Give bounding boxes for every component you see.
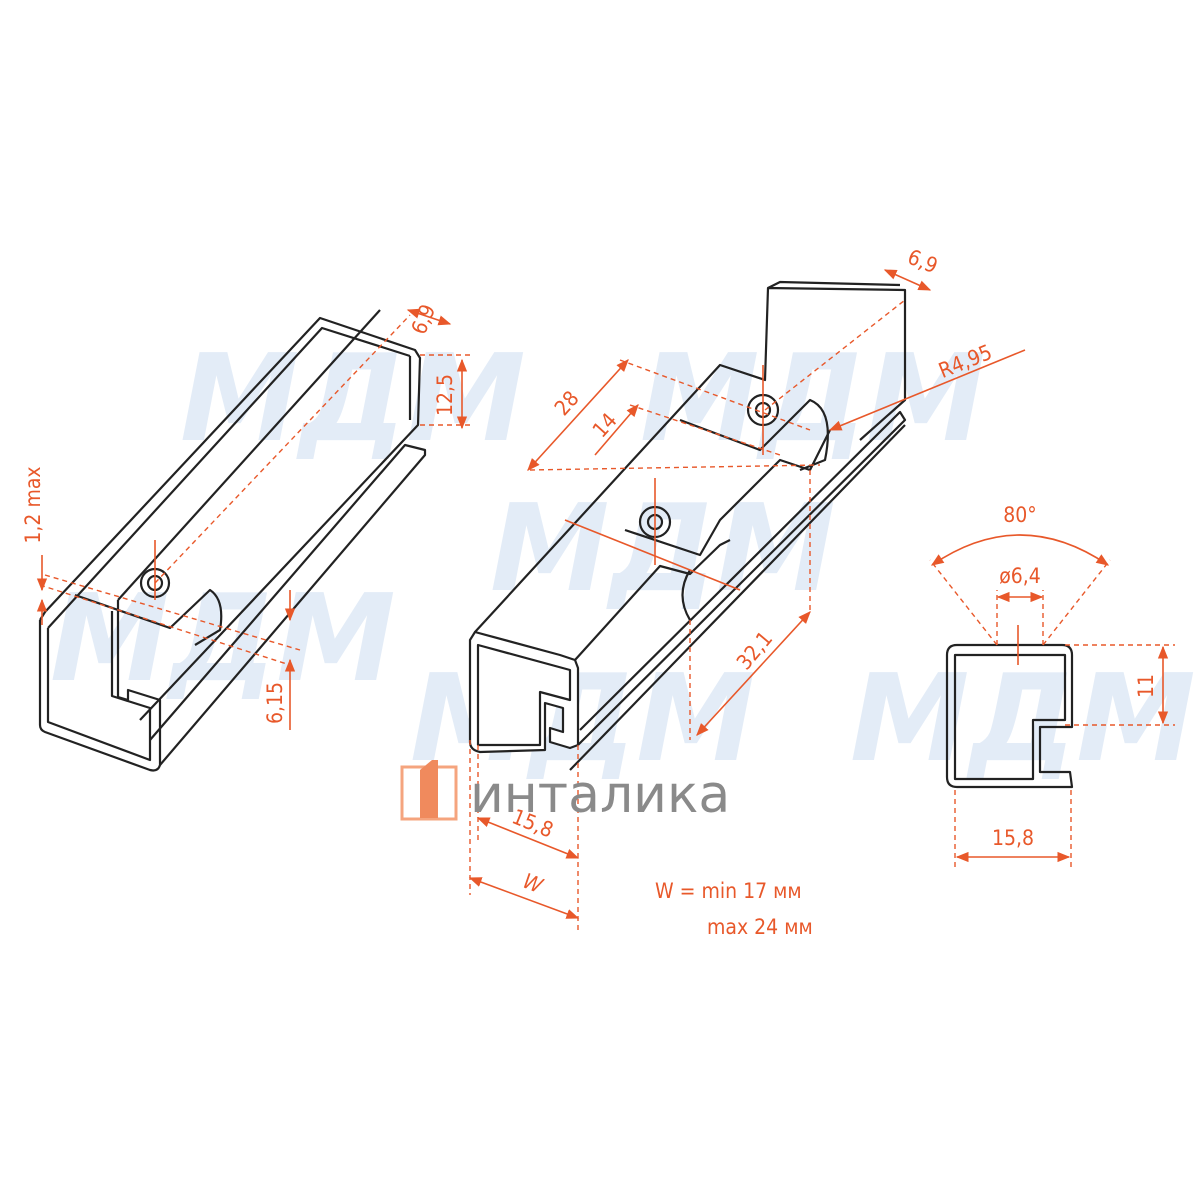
dim-width-15-8: 15,8 (992, 826, 1034, 850)
dim-height-11: 11 (1134, 674, 1158, 698)
svg-text:инталика: инталика (470, 765, 730, 825)
svg-text:MДM: MДM (640, 330, 986, 469)
svg-text:MДM: MДM (490, 480, 836, 619)
left-profile (38, 309, 427, 772)
dim-mid-w: W (519, 869, 547, 899)
dim-mid-6-9: 6,9 (904, 245, 941, 279)
note-w-min: W = min 17 мм (655, 879, 802, 903)
dim-mid-14: 14 (588, 408, 622, 442)
middle-profile (468, 280, 907, 930)
dim-left-6-15: 6,15 (263, 682, 287, 724)
section-view (929, 559, 1175, 870)
note-w-max: max 24 мм (707, 915, 813, 939)
svg-text:MДM: MДM (850, 650, 1196, 789)
watermark: MДM MДM MДM MДM MДM MДM (50, 330, 1196, 789)
svg-text:MДM: MДM (180, 330, 526, 469)
dim-hole-6-4: ø6,4 (999, 564, 1041, 588)
dim-left-12-5: 12,5 (433, 374, 457, 416)
dim-angle-80: 80° (1003, 503, 1036, 527)
dim-left-1-2-max: 1,2 max (21, 466, 45, 543)
svg-text:MДM: MДM (50, 570, 396, 709)
intalika-logo: инталика (400, 760, 730, 825)
